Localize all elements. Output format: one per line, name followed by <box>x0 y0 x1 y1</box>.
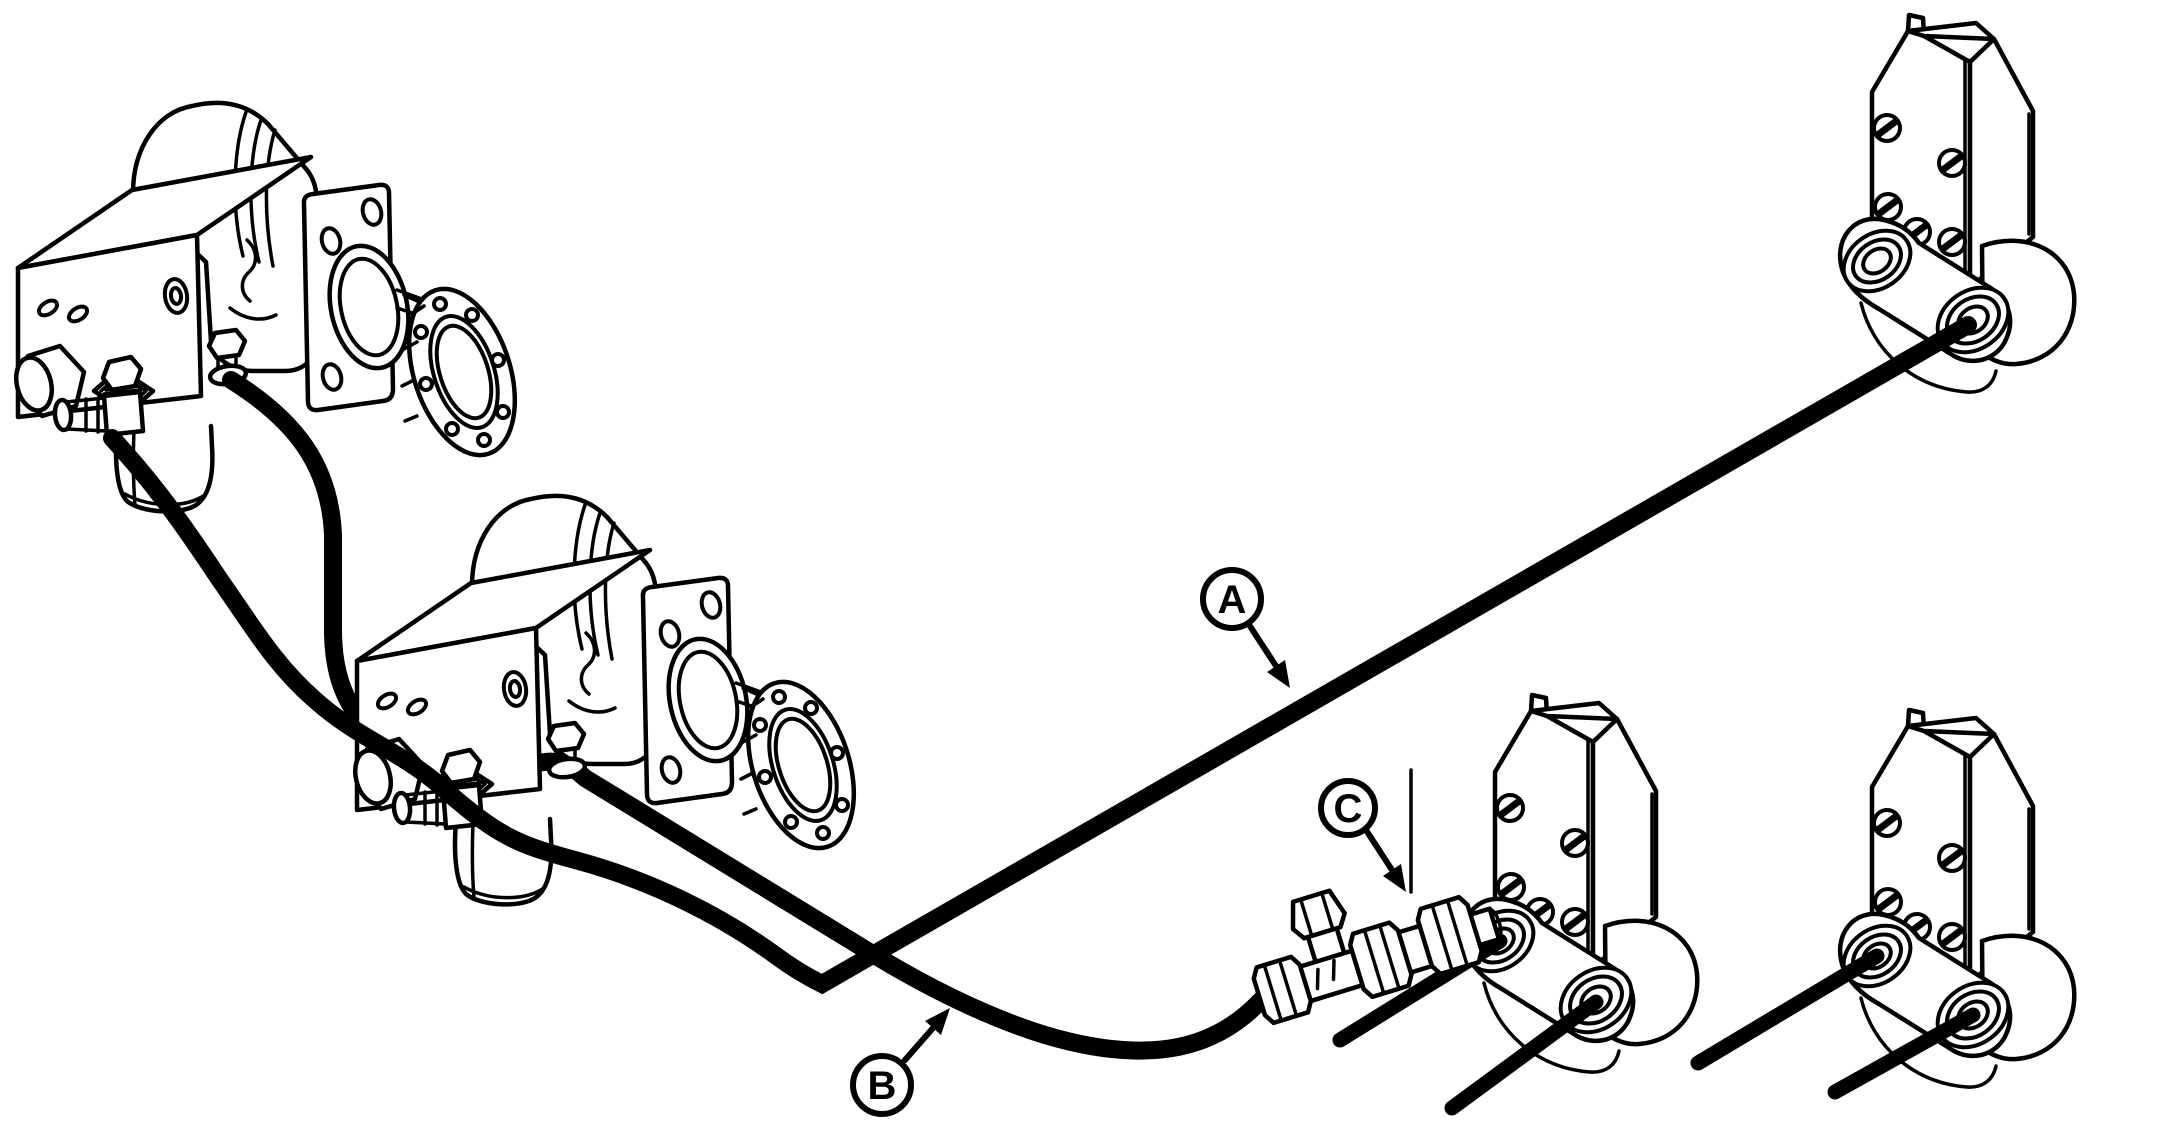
stub-hose-bottom-bracket-left <box>1690 948 1885 1071</box>
callout-a: A <box>1200 567 1290 688</box>
callout-letter-a: A <box>1218 578 1247 622</box>
arrowhead-b <box>925 1008 950 1035</box>
arrowhead-a <box>1267 660 1290 688</box>
arrowhead-c <box>1383 864 1406 892</box>
hose-a <box>103 316 1977 995</box>
callout-letter-c: C <box>1334 787 1363 831</box>
hydraulic-pump-assembly-2 <box>350 496 873 905</box>
callout-c: C <box>1318 778 1406 892</box>
callout-b: B <box>850 1008 950 1117</box>
hydraulic-pump-assembly-1 <box>11 103 534 512</box>
stub-hose-bottom-bracket-right <box>1827 1007 1981 1100</box>
stub-hose-center-bracket-right <box>1444 994 1604 1116</box>
tee-fitting <box>1251 888 1503 1026</box>
callout-letter-b: B <box>868 1064 897 1108</box>
